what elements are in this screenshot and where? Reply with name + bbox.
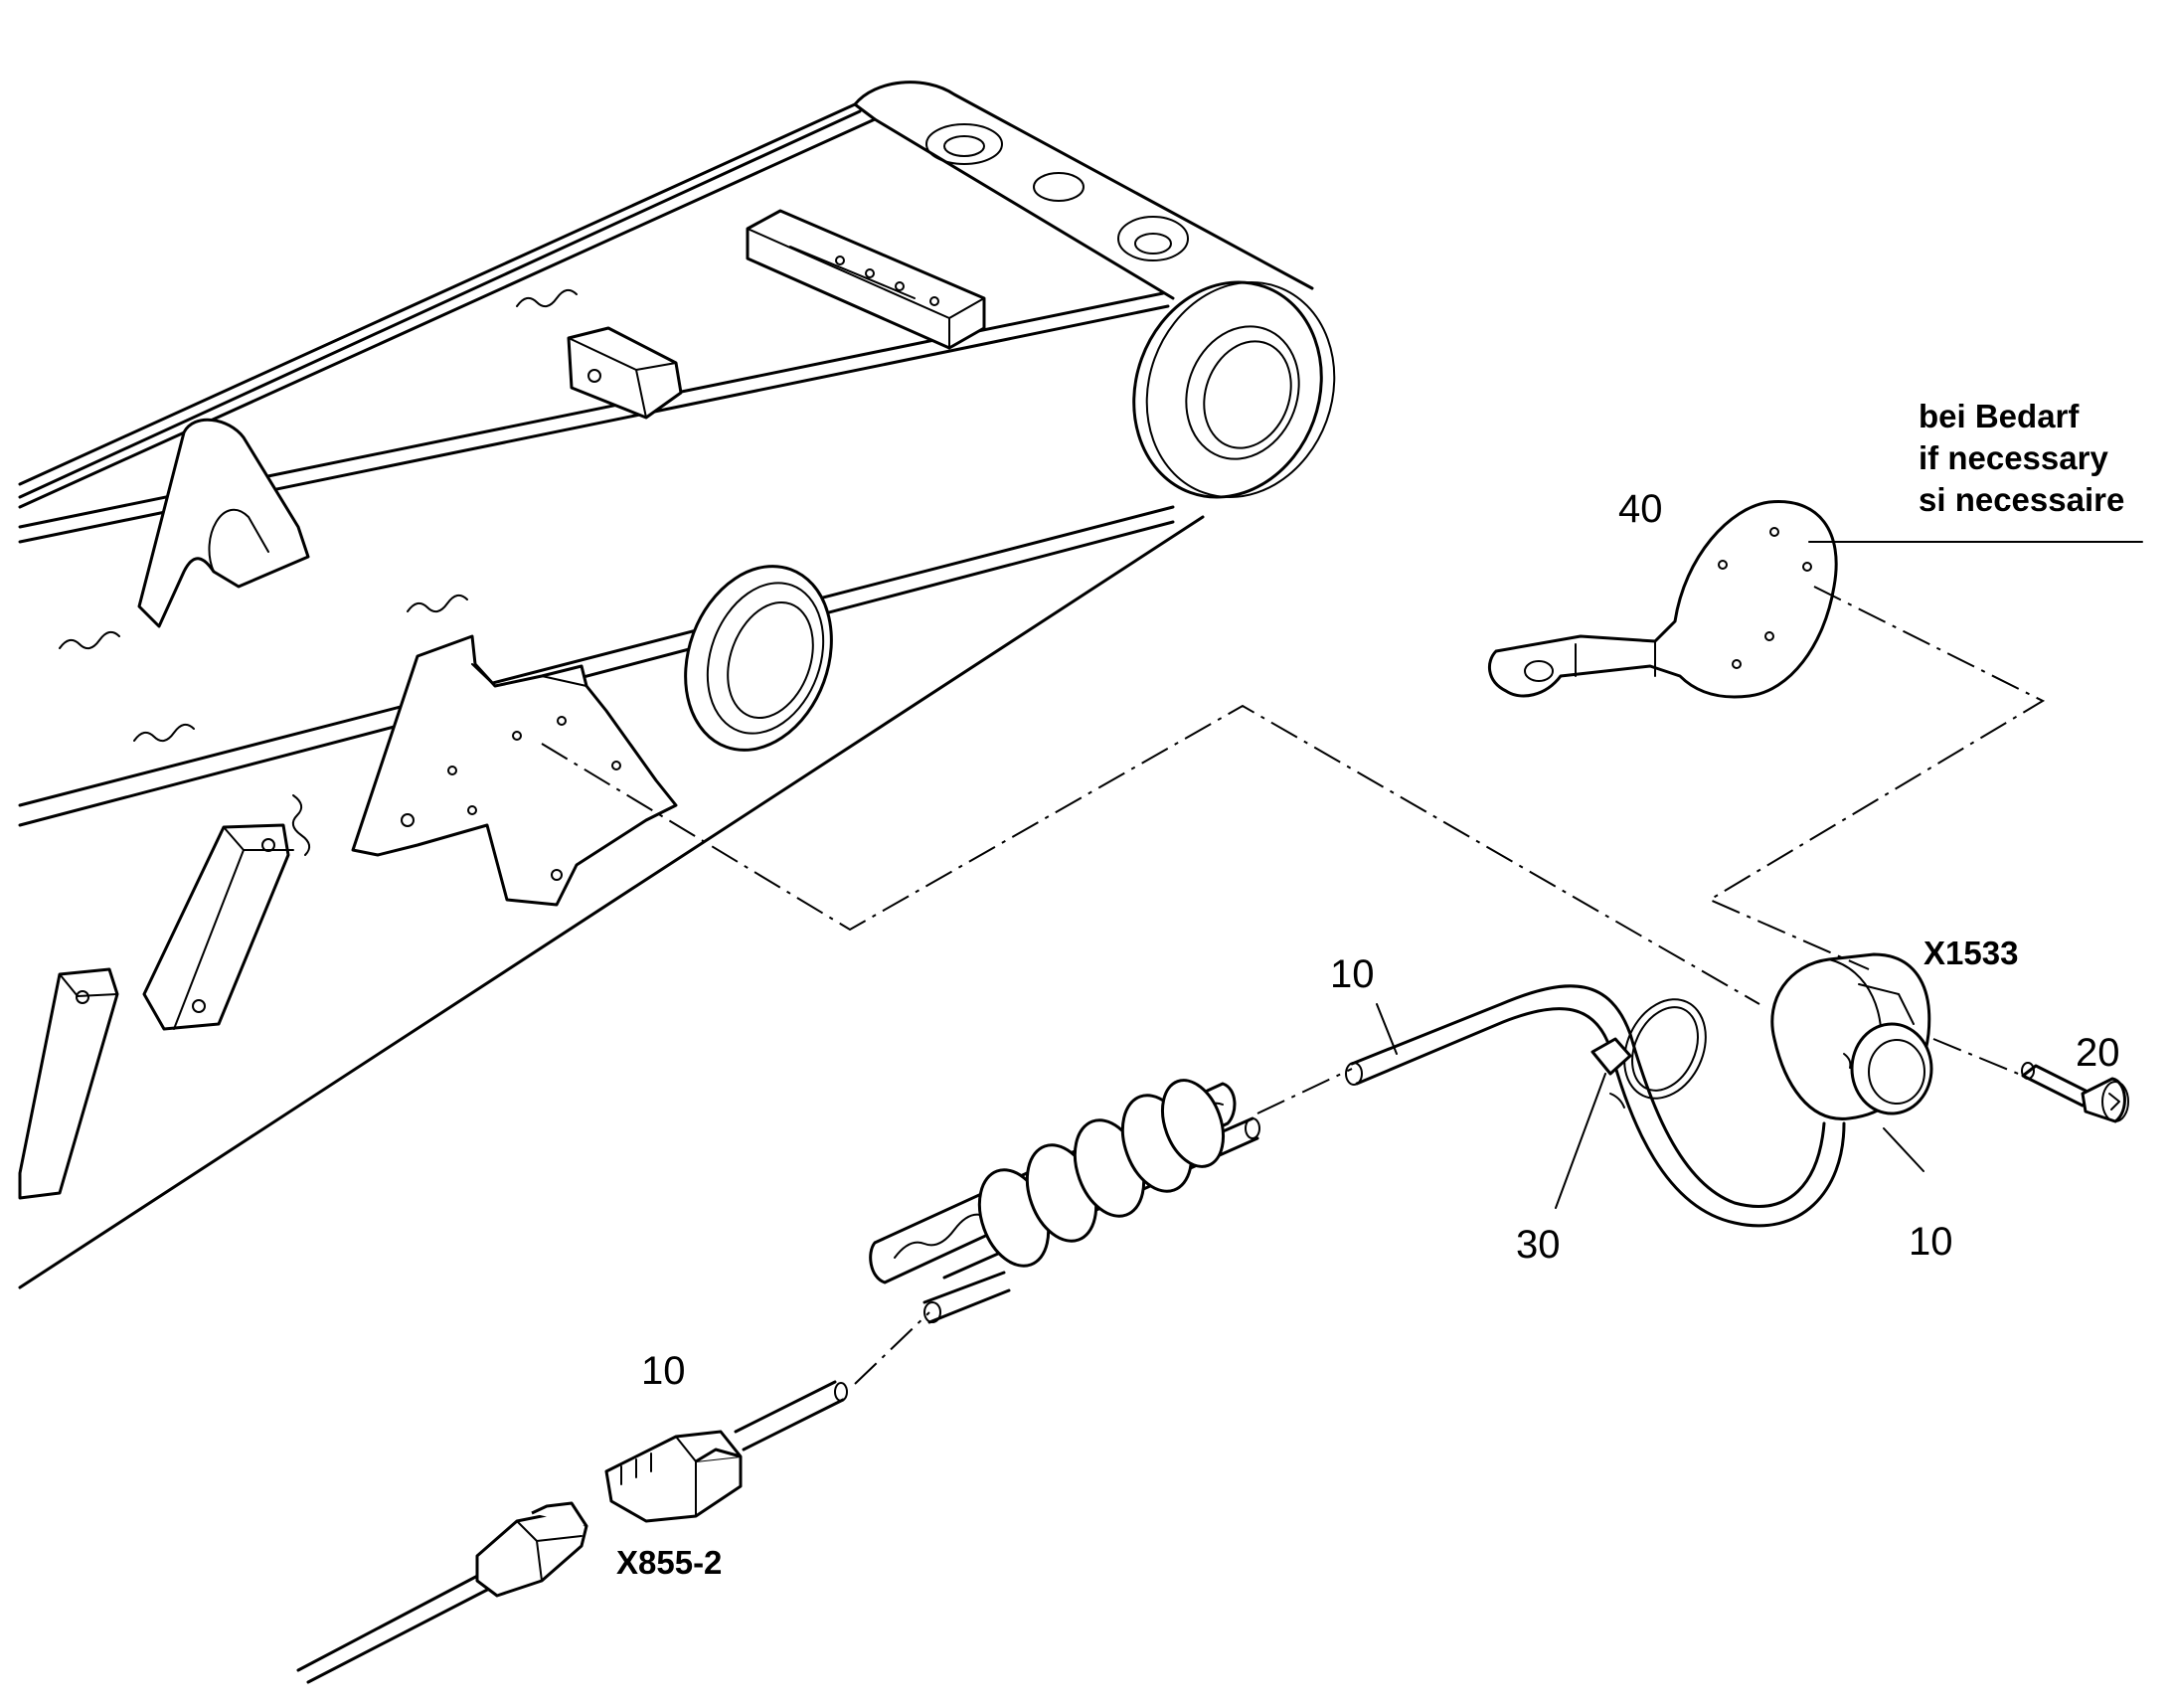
callout-30: 30 (1516, 1223, 1561, 1267)
callout-10-socket: 10 (1909, 1220, 1953, 1264)
note-line-3: si necessaire (1919, 481, 2124, 518)
label-x855-2: X855-2 (616, 1544, 722, 1581)
bracket-plate-40 (1487, 500, 1838, 699)
screw-20 (2021, 1062, 2129, 1123)
socket-x1533 (1770, 952, 1933, 1120)
note-line-1: bei Bedarf (1919, 398, 2080, 434)
cable-10 (734, 984, 1846, 1452)
label-x1533: X1533 (1923, 935, 2018, 971)
callout-40: 40 (1618, 487, 1663, 531)
note-line-2: if necessary (1919, 439, 2108, 476)
callout-10-cable: 10 (1330, 952, 1375, 996)
leader-lines (1376, 541, 2143, 1209)
assembly-lines (541, 586, 2046, 1385)
callout-10-plug: 10 (641, 1349, 686, 1393)
plug-x855-2 (604, 1430, 743, 1523)
clamp-30 (1590, 998, 1707, 1109)
spiral-protector (869, 1079, 1237, 1284)
callout-20: 20 (2076, 1031, 2120, 1075)
mating-plug (296, 1501, 588, 1684)
boom-arm (18, 81, 1336, 1289)
